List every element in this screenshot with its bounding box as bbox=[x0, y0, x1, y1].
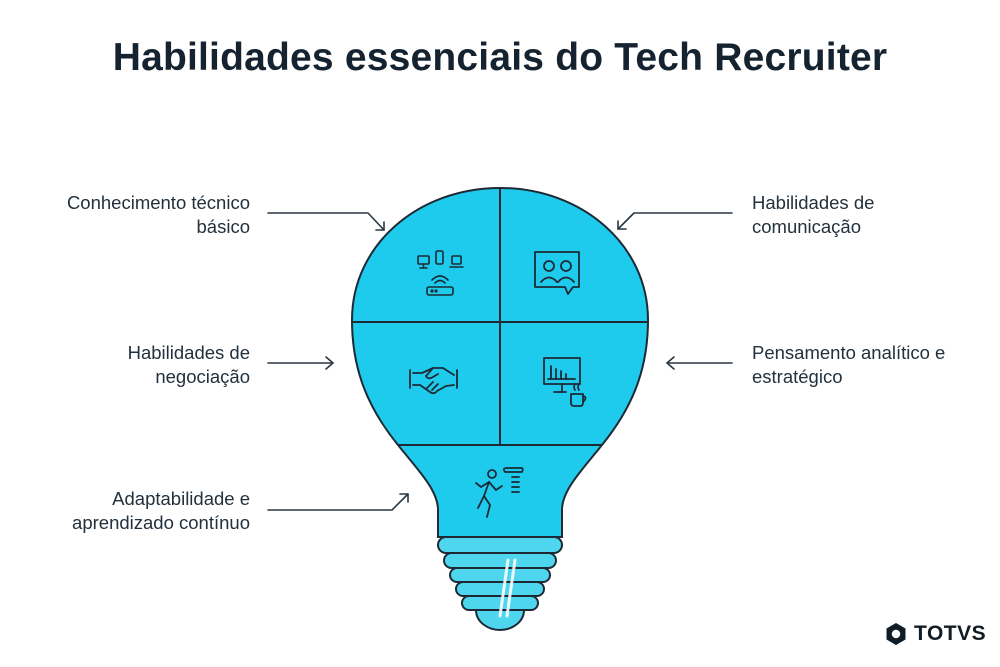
connector-negotiation bbox=[267, 356, 334, 370]
video-conference-icon bbox=[534, 251, 580, 295]
bulb-base bbox=[437, 536, 563, 632]
totvs-logo-mark-icon bbox=[886, 623, 906, 645]
totvs-logo-text: TOTVS bbox=[914, 622, 987, 645]
connector-adaptability bbox=[267, 493, 409, 511]
skill-label-adaptability: Adaptabilidade e aprendizado contínuo bbox=[72, 488, 250, 533]
skill-label-negotiation: Habilidades de negociação bbox=[127, 342, 250, 387]
totvs-logo: TOTVS bbox=[884, 620, 986, 648]
bulb-base-highlight bbox=[498, 558, 517, 618]
connector-communication bbox=[617, 212, 733, 230]
connector-analytical bbox=[666, 356, 733, 370]
skill-label-analytical: Pensamento analítico e estratégico bbox=[752, 342, 946, 387]
connector-technical bbox=[267, 212, 385, 231]
page-title: Habilidades essenciais do Tech Recruiter bbox=[112, 36, 888, 79]
running-person-icon bbox=[475, 467, 524, 518]
devices-network-icon bbox=[417, 250, 464, 296]
analytics-monitor-icon bbox=[543, 357, 587, 407]
bulb-glass bbox=[350, 186, 650, 538]
skill-label-communication: Habilidades de comunicação bbox=[752, 192, 875, 237]
skill-label-technical: Conhecimento técnico básico bbox=[66, 192, 250, 237]
handshake-icon bbox=[409, 367, 458, 395]
